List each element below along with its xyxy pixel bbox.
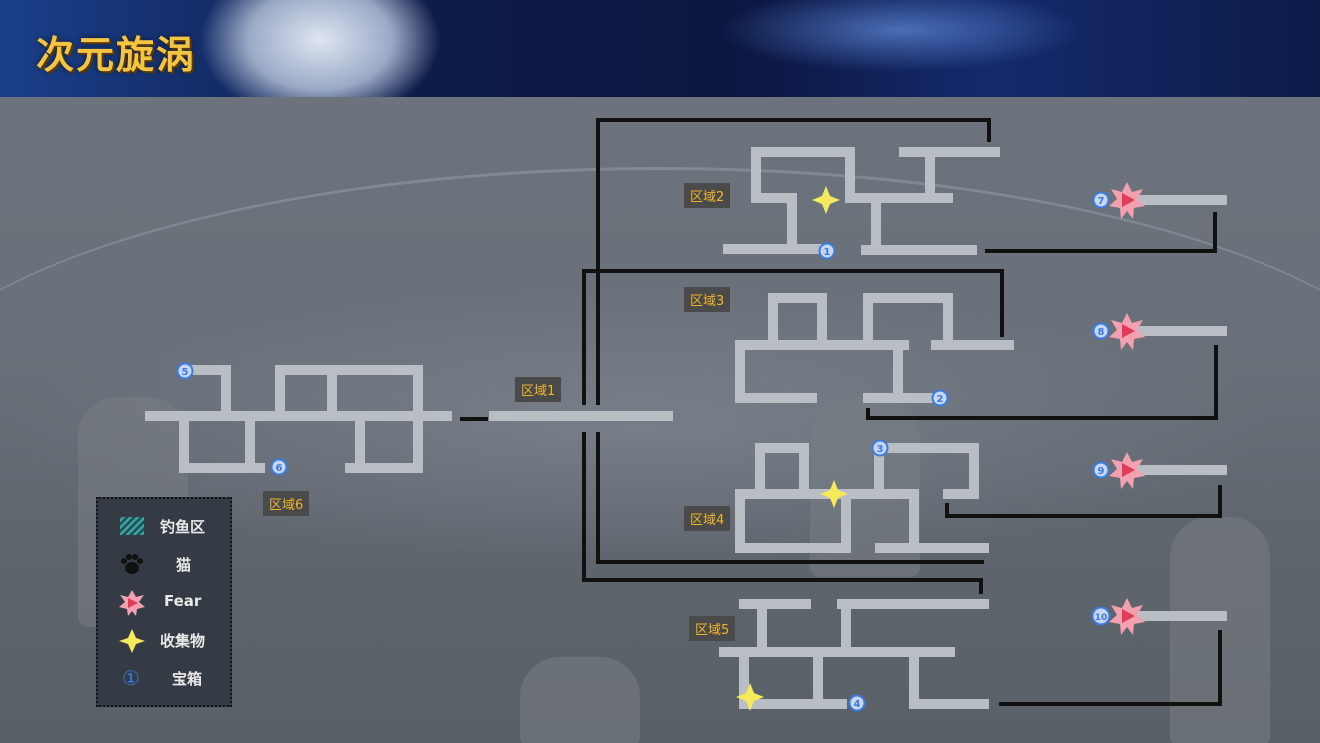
header-banner: 次元旋涡 bbox=[0, 0, 1320, 97]
connector-paths bbox=[460, 118, 1222, 706]
chest-markers: 1 2 3 4 5 6 7 8 9 10 bbox=[176, 191, 1111, 712]
walkway-paths bbox=[145, 147, 1227, 709]
collectible-star-icon bbox=[820, 480, 848, 508]
legend-item-fishing: 钓鱼区 bbox=[98, 511, 234, 541]
svg-text:3: 3 bbox=[877, 444, 884, 455]
chest-marker: 1 bbox=[818, 242, 836, 260]
zone-label-2: 区域2 bbox=[684, 183, 731, 208]
zone-label-1: 区域1 bbox=[515, 377, 562, 402]
legend-item-collectible: 收集物 bbox=[98, 625, 234, 655]
cat-paw-icon bbox=[118, 552, 148, 576]
svg-text:5: 5 bbox=[182, 367, 189, 378]
collectible-star-icon bbox=[118, 628, 148, 653]
legend-label: 宝箱 bbox=[172, 670, 203, 688]
chest-marker: 10 bbox=[1091, 606, 1111, 626]
legend-label: 收集物 bbox=[160, 632, 206, 650]
fear-markers bbox=[1109, 182, 1145, 635]
chest-marker: 5 bbox=[176, 362, 194, 380]
zone-label-6: 区域6 bbox=[263, 491, 310, 516]
chest-marker: 4 bbox=[848, 694, 866, 712]
chest-marker: 3 bbox=[871, 439, 889, 457]
svg-text:10: 10 bbox=[1095, 613, 1108, 623]
collectible-star-icon bbox=[812, 186, 840, 214]
fear-icon bbox=[118, 590, 148, 616]
zone-label-4: 区域4 bbox=[684, 506, 731, 531]
svg-text:6: 6 bbox=[276, 463, 283, 474]
legend-item-cat: 猫 bbox=[98, 549, 234, 579]
collectibles bbox=[736, 186, 848, 711]
svg-text:4: 4 bbox=[854, 699, 861, 710]
svg-text:7: 7 bbox=[1098, 196, 1105, 207]
chest-marker: 8 bbox=[1092, 322, 1110, 340]
page-title: 次元旋涡 bbox=[36, 32, 197, 77]
background-rock bbox=[520, 657, 640, 743]
svg-text:1: 1 bbox=[824, 247, 831, 258]
legend-label: 钓鱼区 bbox=[160, 518, 206, 536]
legend-label: 猫 bbox=[176, 556, 192, 574]
chest-marker: 7 bbox=[1092, 191, 1110, 209]
svg-text:2: 2 bbox=[937, 394, 944, 405]
fishing-zone-icon bbox=[118, 514, 148, 538]
fear-icon bbox=[1109, 598, 1145, 635]
fear-icon bbox=[1109, 452, 1145, 489]
fear-icon bbox=[1109, 182, 1145, 219]
legend-item-fear: Fear bbox=[98, 587, 234, 617]
legend-label: Fear bbox=[164, 592, 202, 610]
zone-label-5: 区域5 bbox=[689, 616, 736, 641]
background-arc bbox=[0, 167, 1320, 690]
fear-icon bbox=[1109, 313, 1145, 350]
chest-marker: 9 bbox=[1092, 461, 1110, 479]
svg-text:8: 8 bbox=[1098, 327, 1105, 338]
chest-number-icon: ① bbox=[122, 666, 140, 690]
svg-text:9: 9 bbox=[1098, 466, 1105, 477]
chest-marker: 6 bbox=[270, 458, 288, 476]
chest-marker: 2 bbox=[931, 389, 949, 407]
collectible-star-icon bbox=[736, 683, 764, 711]
legend-item-chest: ① 宝箱 bbox=[98, 663, 234, 693]
map-legend: 钓鱼区 猫 Fear 收集物 ① 宝箱 bbox=[96, 497, 232, 707]
zone-label-3: 区域3 bbox=[684, 287, 731, 312]
